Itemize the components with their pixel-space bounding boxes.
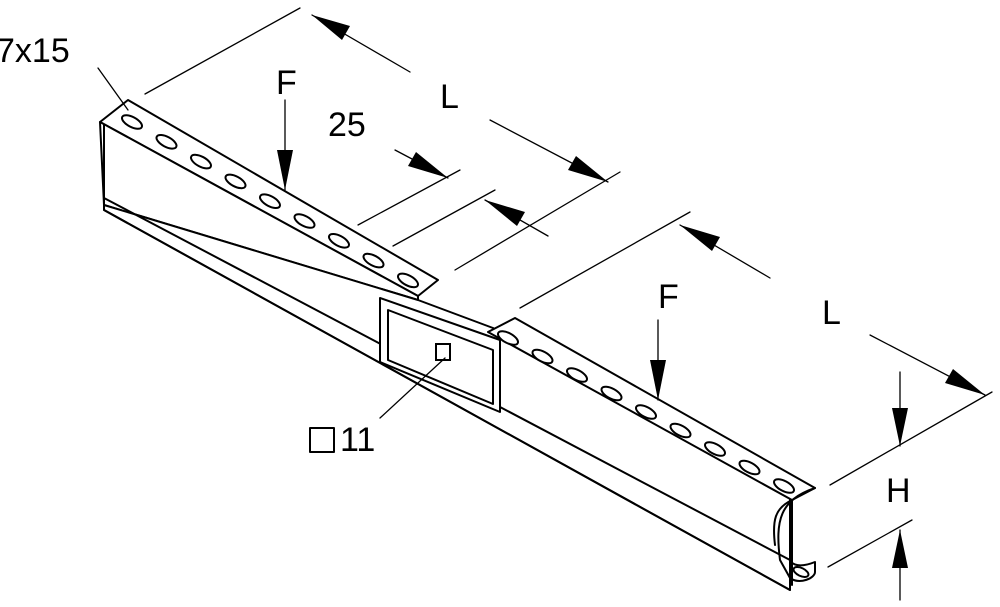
slot-hole (155, 134, 178, 150)
slot-hole (635, 404, 657, 420)
force-label-right: F (658, 278, 679, 316)
slot-hole (397, 272, 419, 289)
square-symbol (309, 427, 335, 453)
slot-hole (566, 367, 588, 383)
dimension-lines (97, 7, 993, 601)
height-label: H (886, 472, 911, 510)
length-label-right: L (822, 294, 841, 332)
slot-hole (121, 114, 143, 130)
length-label-top: L (440, 78, 459, 116)
slots-left (121, 114, 419, 289)
slot-hole (328, 233, 350, 249)
slots-right (497, 330, 795, 494)
force-label-left: F (276, 64, 297, 102)
gap-label: 25 (328, 106, 366, 144)
slot-hole (362, 252, 385, 269)
main-web (103, 197, 791, 591)
slot-hole (497, 330, 519, 346)
slot-hole (224, 173, 247, 190)
slot-hole (293, 213, 316, 229)
slot-hole (738, 459, 761, 476)
slot-hole (669, 422, 692, 439)
square-hole (435, 343, 451, 361)
slot-hole (190, 153, 212, 170)
slot-size-label: 7x15 (0, 32, 70, 70)
labels: 7x15 F L 25 F L 11 H (0, 32, 911, 510)
slot-hole (600, 385, 623, 402)
slot-hole (773, 478, 795, 494)
slot-hole (704, 441, 726, 457)
hole-size-label: 11 (340, 421, 375, 459)
slot-hole (259, 193, 281, 209)
slot-hole (531, 348, 554, 365)
